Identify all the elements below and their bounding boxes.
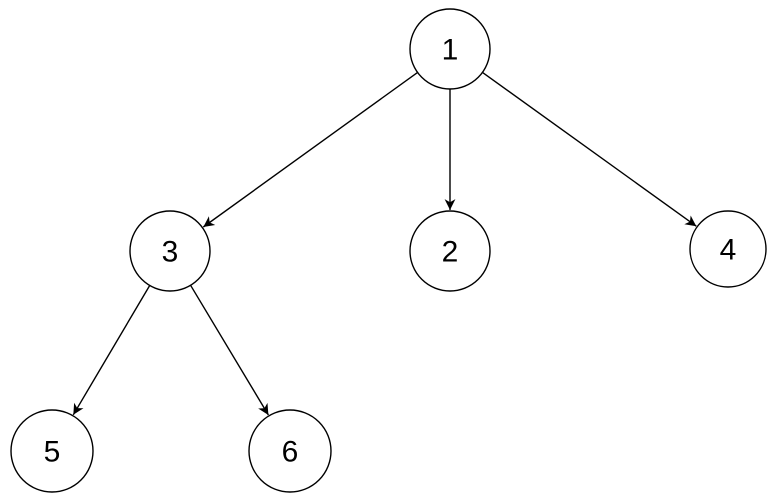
node-circle-1 [409,8,491,90]
tree-edge-1-4 [482,71,697,227]
node-label-6: 6 [282,436,299,469]
tree-edge-1-3 [202,71,419,228]
tree-node-2: 2 [409,210,491,292]
node-circle-5 [10,409,94,493]
node-circle-4 [689,210,767,288]
nodes-layer: 1 3 2 4 5 6 [10,8,767,493]
tree-node-6: 6 [248,409,332,493]
tree-node-4: 4 [689,210,767,288]
tree-node-1: 1 [409,8,491,90]
node-label-1: 1 [442,34,459,67]
edges-layer [72,71,697,416]
node-circle-6 [248,409,332,493]
node-circle-3 [129,210,211,292]
node-label-2: 2 [442,236,459,269]
tree-edge-3-6 [189,284,270,416]
node-label-4: 4 [720,234,737,267]
tree-edge-3-5 [72,285,151,416]
tree-node-5: 5 [10,409,94,493]
node-circle-2 [409,210,491,292]
tree-node-3: 3 [129,210,211,292]
node-label-3: 3 [162,236,179,269]
node-label-5: 5 [44,436,61,469]
